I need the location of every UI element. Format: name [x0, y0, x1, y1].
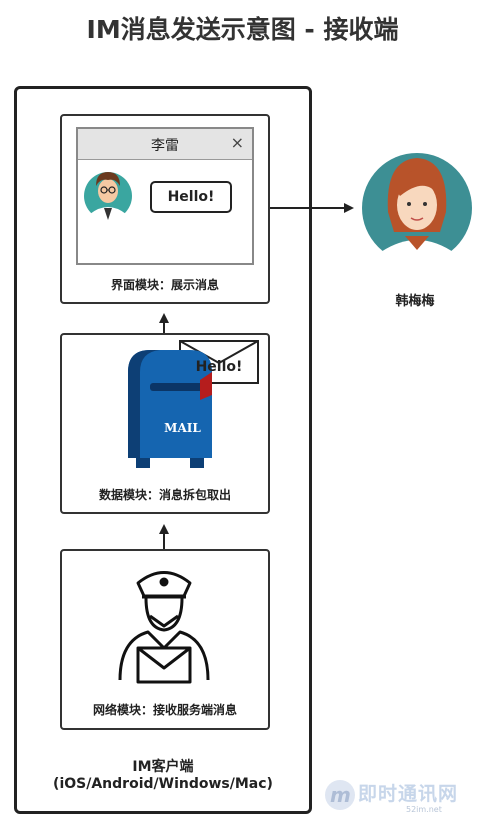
close-icon: × — [230, 133, 244, 152]
envelope-message-text: Hello! — [195, 359, 243, 375]
client-name: IM客户端 — [132, 759, 194, 775]
postman-icon — [118, 571, 210, 684]
mailbox-label: MAIL — [164, 421, 201, 435]
receiver-name: 韩梅梅 — [395, 294, 435, 309]
svg-text:m: m — [330, 783, 351, 807]
network-module-label: 网络模块：接收服务端消息 — [92, 703, 237, 717]
data-module-label: 数据模块：消息拆包取出 — [98, 488, 231, 502]
chat-contact-name: 李雷 — [151, 138, 179, 154]
mailbox-icon — [128, 350, 212, 468]
chat-window-titlebar: 李雷 × — [78, 129, 252, 160]
diagram-title: IM消息发送示意图 - 接收端 — [86, 15, 399, 44]
ui-module-label: 界面模块：展示消息 — [110, 278, 219, 292]
receiver-avatar-icon — [362, 153, 472, 264]
client-platforms: (iOS/Android/Windows/Mac) — [53, 776, 273, 792]
watermark-logo-icon: m — [325, 780, 355, 810]
watermark-subtext: 52im.net — [406, 805, 442, 814]
message-bubble: Hello! — [150, 181, 232, 213]
sender-avatar-icon — [84, 172, 132, 220]
im-client-frame — [14, 86, 312, 814]
watermark-text: 即时通讯网 — [358, 783, 459, 805]
